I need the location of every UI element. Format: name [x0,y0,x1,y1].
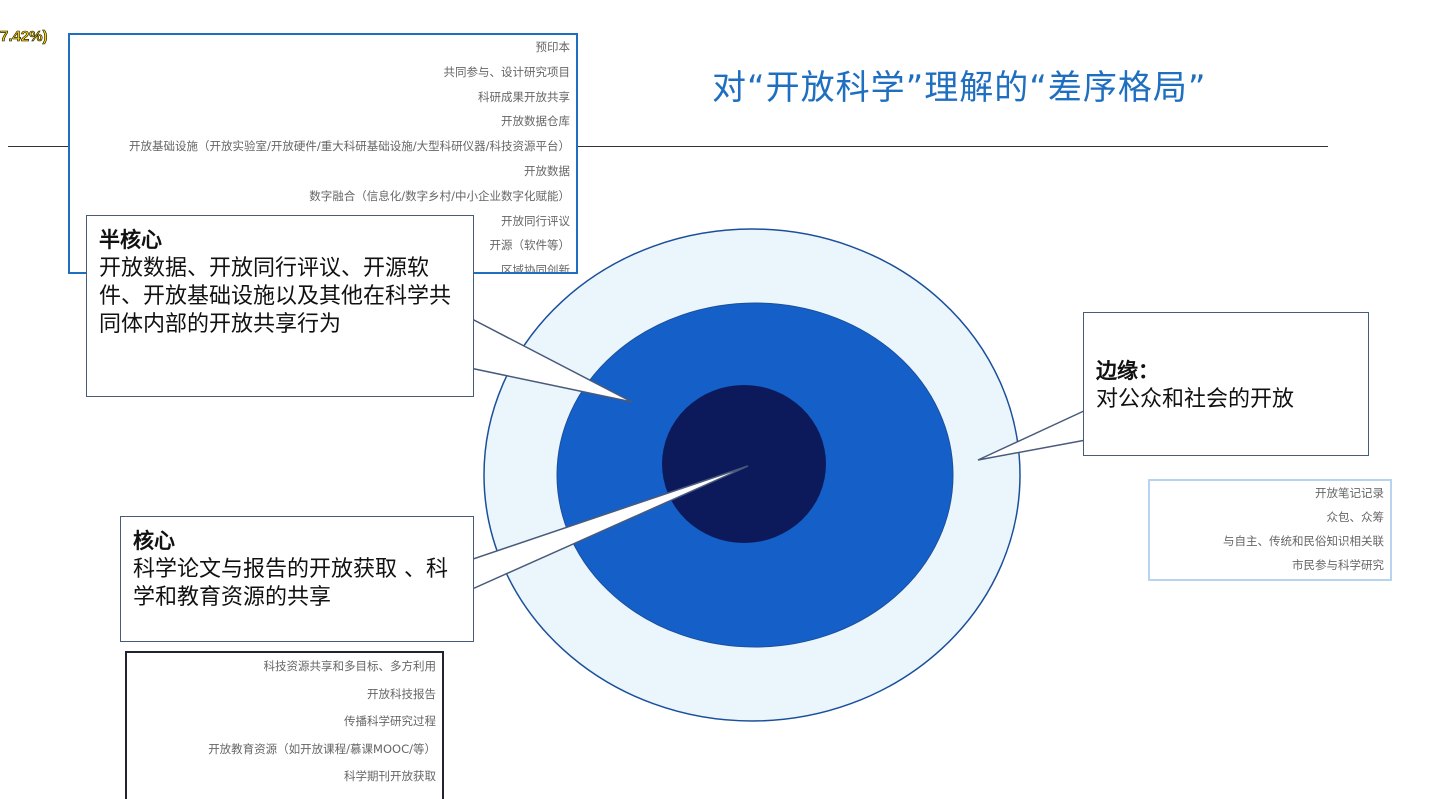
list-item: 数字融合（信息化/数字乡村/中小企业数字化赋能） [309,188,570,203]
list-item: 科学期刊开放获取 [344,769,436,783]
list-item: 开放基础设施（开放实验室/开放硬件/重大科研基础设施/大型科研仪器/科技资源平台… [129,139,570,154]
callout-edge: 边缘： 对公众和社会的开放 [1083,312,1369,456]
callout-heading: 边缘： [1096,359,1159,383]
list-item: 科研成果开放共享 [478,89,570,104]
list-item: 开放笔记记录 [1315,486,1384,500]
divider [8,146,1328,147]
list-item: 开放科技报告 [367,686,436,701]
list-item: 开放数据仓库 [501,114,570,129]
callout-semicore: 半核心 开放数据、开放同行评议、开源软件、开放基础设施以及其他在科学共同体内部的… [86,215,474,397]
list-item: 与自主、传统和民俗知识相关联 [1223,534,1384,548]
list-item: 预印本 [535,40,571,54]
callout-body: 对公众和社会的开放 [1096,387,1295,412]
callout-core: 核心 科学论文与报告的开放获取 、科学和教育资源的共享 [120,516,474,642]
callout-heading: 半核心 [99,228,162,252]
list-item: 区域协同创新 [501,263,570,274]
overlay-percent: 7.42%) [0,28,48,46]
list-item: 科技资源共享和多目标、多方利用 [263,659,437,673]
list-item: 开放同行评议 [501,213,570,228]
callout-body: 开放数据、开放同行评议、开源软件、开放基础设施以及其他在科学共同体内部的开放共享… [99,256,452,337]
list-right: 开放笔记记录 众包、众筹 与自主、传统和民俗知识相关联 市民参与科学研究 [1148,479,1392,581]
callout-body: 科学论文与报告的开放获取 、科学和教育资源的共享 [133,557,448,610]
list-item: 开放教育资源（如开放课程/慕课MOOC/等） [208,741,436,756]
list-item: 共同参与、设计研究项目 [443,64,571,79]
list-item: 传播科学研究过程 [344,714,436,728]
list-bottom: 科技资源共享和多目标、多方利用 开放科技报告 传播科学研究过程 开放教育资源（如… [125,651,444,799]
list-item: 开源（软件等） [489,238,571,253]
page-title: 对“开放科学”理解的“差序格局” [712,68,1207,108]
callout-heading: 核心 [133,529,175,553]
list-item: 众包、众筹 [1326,510,1385,524]
inner-circle-core [662,385,826,543]
list-item: 开放数据 [524,163,570,178]
list-item: 市民参与科学研究 [1292,558,1384,572]
